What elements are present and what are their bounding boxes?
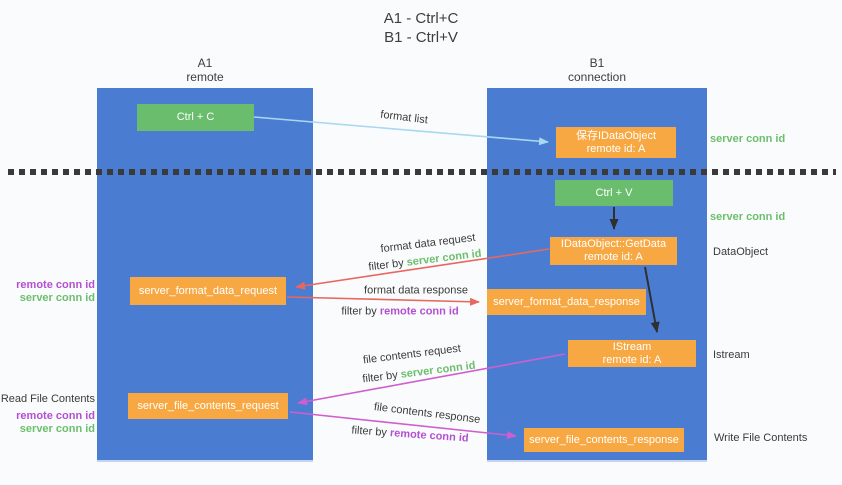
filter-by-text: filter by	[367, 256, 408, 274]
node-server-file-contents-request: server_file_contents_request	[128, 393, 288, 419]
node-save-dataobject-line1: 保存IDataObject	[575, 129, 657, 142]
filter-by-text: filter by	[351, 424, 391, 440]
edge-label-format-data-response: format data response	[364, 285, 468, 298]
filter-by-text: filter by	[361, 368, 402, 386]
server-conn-id-text: server conn id	[19, 423, 95, 435]
edge-label-file-contents-response: file contents response	[373, 401, 481, 427]
remote-conn-id-text: remote conn id	[379, 305, 459, 318]
filter-by-text: filter by	[341, 305, 380, 318]
node-server-file-contents-response: server_file_contents_response	[524, 428, 684, 452]
node-save-dataobject-line2: remote id: A	[586, 142, 646, 155]
left-label-remote-conn-id-lower: remote conn id	[0, 410, 95, 423]
right-label-istream: Istream	[713, 349, 750, 362]
edge-label-filter-by-remote-conn-id-2: filter by remote conn id	[351, 424, 469, 445]
istream-text: Istream	[713, 349, 750, 361]
left-label-read-file-contents: Read File Contents	[0, 393, 95, 406]
lane-b1-subtitle: connection	[567, 70, 627, 84]
left-label-server-conn-id-upper: server conn id	[0, 292, 95, 305]
node-istream-line2: remote id: A	[602, 353, 662, 366]
lane-a1-title: A1	[197, 56, 213, 70]
arrow-format-data-response	[286, 296, 480, 306]
edge-label-filter-by-remote-conn-id-1: filter by remote conn id	[341, 306, 458, 319]
server-conn-id-text: server conn id	[710, 211, 786, 223]
edge-label-format-list: format list	[380, 109, 429, 128]
node-server-format-data-request: server_format_data_request	[130, 277, 286, 305]
node-ctrl-c: Ctrl + C	[137, 104, 254, 131]
edge-label-file-contents-response-text: file contents response	[373, 401, 481, 426]
left-label-remote-conn-id-upper: remote conn id	[0, 279, 95, 292]
node-getdata-line2: remote id: A	[584, 251, 643, 263]
write-file-contents-text: Write File Contents	[714, 432, 808, 444]
server-conn-id-text: server conn id	[400, 359, 477, 381]
lane-a1-subtitle: remote	[186, 70, 224, 84]
dataobject-text: DataObject	[713, 246, 769, 258]
server-conn-id-text: server conn id	[710, 133, 786, 145]
read-file-contents-text: Read File Contents	[0, 393, 95, 405]
edge-label-format-data-response-text: format data response	[364, 284, 468, 297]
node-ctrl-c-label: Ctrl + C	[176, 111, 215, 123]
right-label-write-file-contents: Write File Contents	[714, 432, 807, 445]
node-server-file-contents-response-label: server_file_contents_response	[529, 433, 679, 446]
server-conn-id-text: server conn id	[19, 292, 95, 304]
right-label-server-conn-id-top: server conn id	[710, 133, 785, 146]
diagram-title: A1 - Ctrl+C B1 - Ctrl+V	[0, 9, 842, 47]
lane-header-b1: B1 connection	[487, 56, 707, 84]
node-getdata: IDataObject::GetData remote id: A	[550, 237, 677, 265]
node-server-file-contents-request-label: server_file_contents_request	[137, 399, 279, 412]
node-server-format-data-response-label: server_format_data_response	[493, 295, 640, 308]
lane-b1-title: B1	[589, 56, 605, 70]
node-save-dataobject: 保存IDataObject remote id: A	[556, 127, 676, 158]
remote-conn-id-text: remote conn id	[16, 410, 95, 422]
right-label-server-conn-id-mid: server conn id	[710, 211, 785, 224]
node-server-format-data-request-label: server_format_data_request	[138, 284, 278, 297]
session-divider-dashed-line	[8, 169, 836, 175]
title-line-2: B1 - Ctrl+V	[384, 29, 458, 46]
node-ctrl-v: Ctrl + V	[555, 180, 673, 206]
node-ctrl-v-label: Ctrl + V	[595, 186, 633, 199]
edge-label-format-list-text: format list	[379, 108, 429, 127]
node-istream-line1: IStream	[612, 340, 652, 353]
node-server-format-data-response: server_format_data_response	[487, 289, 646, 315]
remote-conn-id-text: remote conn id	[16, 279, 95, 291]
right-label-dataobject: DataObject	[713, 246, 768, 259]
title-line-1: A1 - Ctrl+C	[383, 10, 459, 27]
node-getdata-line1: IDataObject::GetData	[560, 238, 667, 250]
remote-conn-id-text: remote conn id	[389, 427, 469, 445]
node-istream: IStream remote id: A	[568, 340, 696, 367]
lane-header-a1: A1 remote	[97, 56, 313, 84]
left-label-server-conn-id-lower: server conn id	[0, 423, 95, 436]
